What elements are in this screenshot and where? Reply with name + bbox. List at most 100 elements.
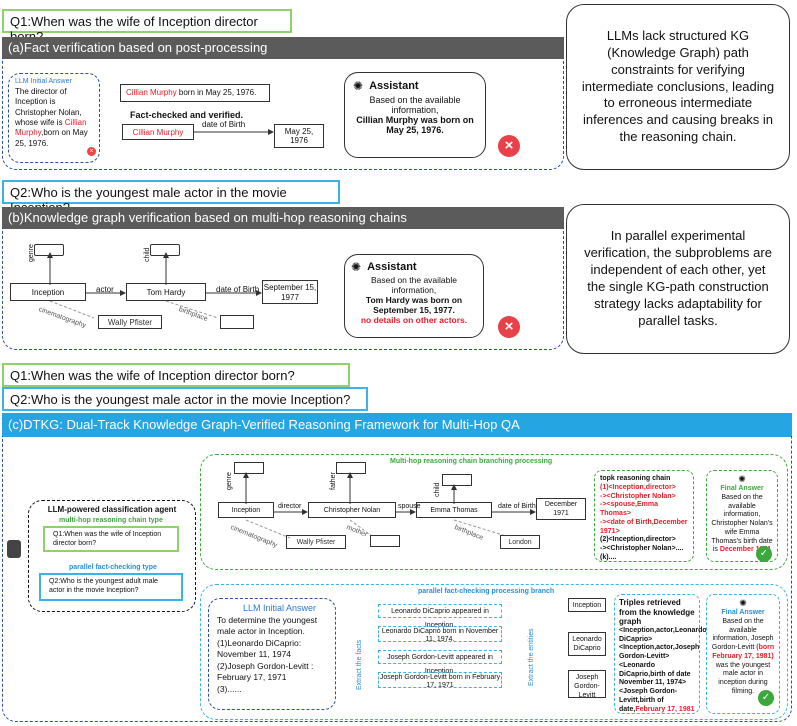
note-b: In parallel experimental verification, t… bbox=[566, 204, 790, 354]
final-text-2: Based on the available information, Jose… bbox=[711, 618, 775, 697]
final-title-1: Final Answer bbox=[720, 485, 764, 492]
openai-logo-icon-b: ✺ bbox=[351, 260, 362, 274]
check-icon-1: ✓ bbox=[756, 546, 772, 562]
openai-logo-icon: ✺ bbox=[353, 79, 364, 93]
edge-genre-c: genre bbox=[226, 472, 233, 490]
llm-initial-answer-a: LLM Initial Answer The director of Incep… bbox=[8, 73, 100, 163]
edge-director: director bbox=[278, 503, 302, 510]
triple-4-text: <Joseph Gordon-Levitt,birth of date, bbox=[619, 688, 678, 713]
llm-text-1: The director of Inception is Christopher… bbox=[15, 86, 82, 127]
node-birthplace-empty bbox=[220, 315, 254, 329]
llm-text-line: To determine the youngest male actor in … bbox=[217, 615, 318, 637]
edge-actor-label: actor bbox=[96, 285, 114, 294]
panel-c-title: (c)DTKG: Dual-Track Knowledge Graph-Veri… bbox=[2, 413, 792, 437]
assistant-box-b: ✺ Assistant Based on the available infor… bbox=[344, 254, 484, 338]
note-a: LLMs lack structured KG (Knowledge Graph… bbox=[566, 4, 790, 170]
llm-answer-text: The director of Inception is Christopher… bbox=[15, 87, 93, 149]
edge-dob-label: date of Birth bbox=[202, 120, 246, 129]
llm-label: LLM Initial Answer bbox=[15, 78, 72, 85]
fact-checked-label: Fact-checked and verified. bbox=[130, 110, 244, 120]
llm-line-1: (1)Leonardo DiCaprio: November 11, 1974 bbox=[217, 637, 302, 660]
node-wally-c: Wally Pfister bbox=[286, 535, 346, 549]
edge-dob-a bbox=[194, 129, 274, 135]
panel-b bbox=[2, 228, 564, 350]
final-1-red: December 1971 bbox=[719, 546, 772, 554]
triple-4-red: February 17, 1981 bbox=[635, 705, 695, 713]
llm-label-c: LLM Initial Answer bbox=[243, 603, 317, 613]
claim-box: Cillian Murphy born in May 25, 1976. bbox=[120, 84, 270, 102]
node-mother-empty bbox=[370, 535, 400, 547]
final-title-2: Final Answer bbox=[721, 609, 765, 616]
question-1-c: Q1:When was the wife of Inception direct… bbox=[2, 363, 350, 387]
check-icon-2: ✓ bbox=[758, 690, 774, 706]
claim-subject: Cillian Murphy bbox=[126, 88, 177, 97]
final-answer-1: ✺ Final Answer Based on the available in… bbox=[706, 470, 778, 562]
edge-child-label: child bbox=[144, 247, 151, 262]
topk-4: -><date of Birth,December 1971> bbox=[600, 518, 688, 535]
topk-title: topk reasoning chain bbox=[600, 475, 671, 482]
final-1-text: Based on the available information, Chri… bbox=[711, 493, 773, 554]
parallel-branch bbox=[200, 584, 788, 720]
kg-graph-c bbox=[243, 472, 536, 539]
final-2-text: Based on the available information, Jose… bbox=[711, 617, 774, 651]
assistant-label: Assistant bbox=[369, 80, 419, 92]
llm-line-2: (2)Joseph Gordon-Levitt : February 17, 1… bbox=[217, 660, 314, 683]
edge-spouse: spouse bbox=[398, 503, 421, 510]
triples-title: Triples retrieved from the knowledge gra… bbox=[619, 598, 695, 627]
topk-7: (k).... bbox=[600, 553, 617, 561]
entity-0: Inception bbox=[568, 598, 606, 612]
edge-child-c: child bbox=[434, 482, 441, 497]
answer-bold: Cillian Murphy was born on May 25, 1976. bbox=[356, 115, 474, 135]
final-text-1: Based on the available information, Chri… bbox=[711, 494, 773, 555]
triple-3: <Leonardo DiCaprio,birth of date Novembe… bbox=[619, 661, 691, 687]
wrong-icon-b: × bbox=[498, 316, 520, 338]
llm-text-red: Cillian Murphy bbox=[15, 117, 87, 138]
assistant-label-b: Assistant bbox=[367, 261, 417, 273]
fact-2: Joseph Gordon-Levitt appeared in Incepti… bbox=[378, 650, 502, 675]
topk-5: (2)<Inception,director> bbox=[600, 536, 676, 544]
parallel-question: Q2:Who is the youngest adult male actor … bbox=[39, 573, 183, 601]
panel-c bbox=[2, 436, 792, 722]
node-father-c bbox=[336, 462, 366, 474]
fact-3: Joseph Gordon-Levitt born in February 17… bbox=[378, 672, 502, 689]
assistant-box-a: ✺ Assistant Based on the available infor… bbox=[344, 72, 486, 158]
multi-question: Q1:When was the wife of Inception direct… bbox=[43, 526, 179, 552]
branch-title: Multi-hop reasoning chain branching proc… bbox=[390, 458, 553, 465]
multi-type-label: multi-hop reasoning chain type bbox=[59, 517, 163, 524]
edge-father-c: father bbox=[330, 472, 337, 490]
topk-1: (1)<Inception,director> bbox=[600, 483, 676, 491]
extract-facts-label: Extract the facts bbox=[356, 639, 363, 690]
edge-dob-c: date of Birth bbox=[498, 503, 536, 510]
fact-1: Leonardo DiCaprio born in November 11, 1… bbox=[378, 626, 502, 643]
node-nolan: Christopher Nolan bbox=[308, 502, 396, 518]
question-2: Q2:Who is the youngest male actor in the… bbox=[2, 180, 340, 215]
kg-graph-b bbox=[47, 252, 262, 319]
error-icon: × bbox=[87, 147, 96, 156]
classification-agent: LLM-powered classification agent multi-h… bbox=[28, 500, 196, 612]
fact-0: Leonardo DiCaprio appeared in Inception. bbox=[378, 604, 502, 629]
multi-hop-branch bbox=[200, 454, 788, 570]
node-wally-b: Wally Pfister bbox=[98, 315, 162, 329]
node-object-a: May 25, 1976 bbox=[274, 124, 324, 148]
node-date-b: September 15, 1977 bbox=[262, 280, 318, 304]
triple-1: <Inception,actor,Leonardo DiCaprio> bbox=[619, 626, 707, 643]
final-2-text-2: was the youngest male actor in inception… bbox=[715, 661, 771, 695]
triples-box: Triples retrieved from the knowledge gra… bbox=[614, 594, 707, 714]
node-subject-a: Cillian Murphy bbox=[122, 124, 194, 140]
node-child-c bbox=[442, 474, 472, 486]
edge-genre-label: genre bbox=[28, 244, 35, 262]
llm-text-2: ,born on May 25, 1976. bbox=[15, 128, 88, 148]
node-date-c: December 1971 bbox=[536, 498, 586, 520]
wrong-icon-a: × bbox=[498, 135, 520, 157]
parallel-type-label: parallel fact-checking type bbox=[69, 564, 157, 571]
node-genre-empty bbox=[34, 244, 64, 256]
node-emma: Emma Thomas bbox=[416, 502, 492, 518]
triple-2: <Inception,actor,Joseph Gordon-Levitt> bbox=[619, 644, 700, 661]
question-1: Q1:When was the wife of Inception direct… bbox=[2, 9, 292, 44]
node-genre-c bbox=[234, 462, 264, 474]
parallel-branch-title: parallel fact-checking processing branch bbox=[418, 588, 555, 595]
edge-dob-label-b: date of Birth bbox=[216, 285, 260, 294]
panel-a bbox=[2, 58, 564, 170]
node-inception-c: Inception bbox=[218, 502, 274, 518]
node-inception-b: Inception bbox=[10, 283, 86, 301]
